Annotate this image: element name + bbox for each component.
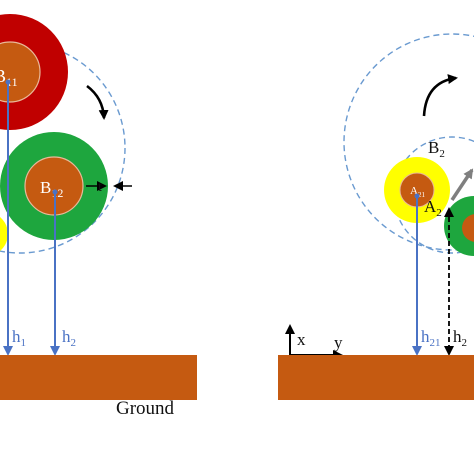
left-panel: B11 B12 t h1 h2 Ground — [0, 14, 197, 419]
b12-center-dot — [52, 189, 58, 195]
left-rotation-arrow — [86, 84, 109, 120]
green-tire-partial-inner — [462, 214, 474, 242]
label-axis-y: y — [334, 333, 343, 352]
right-panel: A21 B2 A2 h21 h2 x y — [278, 33, 474, 400]
label-ground: Ground — [116, 398, 175, 419]
label-b11: B11 — [0, 66, 18, 89]
label-h21: h21 — [421, 327, 441, 349]
a2-b2-arrow — [450, 168, 474, 201]
ground-left — [0, 355, 197, 400]
label-a21: A21 — [410, 185, 425, 199]
label-b2: B2 — [428, 138, 445, 160]
label-h2-left: h2 — [62, 327, 76, 349]
label-t: t — [98, 180, 102, 195]
a21-center-dot — [414, 193, 420, 199]
tire-b11-inner — [0, 41, 41, 103]
label-h1: h1 — [12, 327, 26, 349]
right-rotation-arrow — [422, 74, 458, 117]
ground-right — [278, 355, 474, 400]
b11-center-dot — [5, 79, 11, 85]
yellow-tire-partial — [0, 217, 8, 251]
label-a2: A2 — [424, 197, 442, 219]
label-h2-right: h2 — [453, 327, 467, 349]
label-axis-x: x — [297, 330, 306, 349]
